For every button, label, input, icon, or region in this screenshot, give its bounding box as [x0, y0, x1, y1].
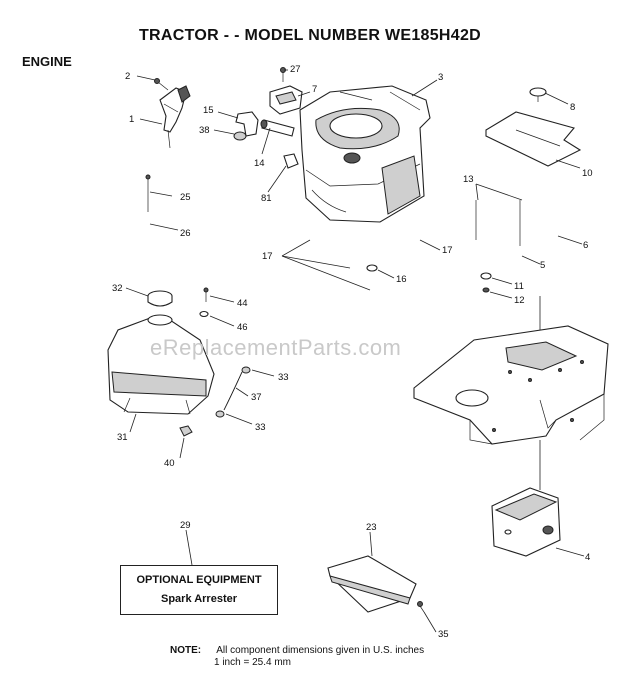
callout-7: 7: [312, 84, 317, 95]
callout-35: 35: [438, 629, 449, 640]
washer-part-16: [366, 264, 378, 272]
callout-33b: 33: [255, 422, 266, 433]
leader-lines: [125, 69, 585, 633]
bracket-part-7: [269, 85, 303, 115]
callout-27: 27: [290, 64, 301, 75]
callout-23: 23: [366, 522, 377, 533]
callout-10: 10: [582, 168, 593, 179]
callout-14: 14: [254, 158, 265, 169]
washer-part-11: [480, 272, 492, 280]
elbow-fitting-part-15: [235, 111, 259, 137]
clamp-part-33b: [215, 410, 225, 418]
callout-25: 25: [180, 192, 191, 203]
optional-equipment-item: Spark Arrester: [160, 593, 238, 605]
callout-33a: 33: [278, 372, 289, 383]
screw-part-35: [417, 601, 425, 613]
muffler-part-4: [491, 487, 561, 557]
optional-equipment-box: OPTIONAL EQUIPMENT Spark Arrester: [120, 565, 278, 615]
heat-shield-part-23: [327, 555, 417, 613]
watermark-text: eReplacementParts.com: [150, 335, 402, 360]
callout-46: 46: [237, 322, 248, 333]
callout-5: 5: [540, 260, 545, 271]
section-label: ENGINE: [22, 54, 72, 69]
callout-13: 13: [463, 174, 474, 185]
callout-44: 44: [237, 298, 248, 309]
cap-part-8: [529, 87, 547, 102]
callout-17b: 17: [442, 245, 453, 256]
tube-part-14: [260, 119, 295, 137]
callout-17a: 17: [262, 251, 273, 262]
callout-31: 31: [117, 432, 128, 443]
frame-part: [413, 325, 609, 445]
callout-32: 32: [112, 283, 123, 294]
note: NOTE: All component dimensions given in …: [170, 645, 424, 656]
callout-labels: 1 2 3 4 5 6 7 8 10 11 12 13 14 15 16 17 …: [112, 64, 593, 640]
callout-29: 29: [180, 520, 191, 531]
clamp-part-33a: [241, 366, 251, 374]
callout-3: 3: [438, 72, 443, 83]
nut-part-38: [233, 131, 247, 141]
shield-part-10: [485, 111, 582, 167]
callout-8: 8: [570, 102, 575, 113]
screw-part-2: [154, 78, 169, 91]
callout-16: 16: [396, 274, 407, 285]
callout-81: 81: [261, 193, 272, 204]
fuel-cap-part-32: [147, 290, 173, 307]
callout-40: 40: [164, 458, 175, 469]
fitting-part-81: [283, 153, 299, 169]
throttle-control-part: [159, 85, 191, 149]
note-line-1: All component dimensions given in U.S. i…: [216, 645, 425, 656]
callout-15: 15: [203, 105, 214, 116]
bolt-part-12: [482, 287, 490, 293]
bolt-part-13: [475, 200, 521, 246]
note-line-2: 1 inch = 25.4 mm: [214, 657, 291, 668]
note-label: NOTE:: [170, 645, 202, 656]
callout-1: 1: [129, 114, 134, 125]
screw-part-44: [203, 287, 209, 302]
callout-26: 26: [180, 228, 191, 239]
washer-part-46: [199, 310, 209, 318]
page-title: TRACTOR - - MODEL NUMBER WE185H42D: [138, 27, 482, 44]
nut-part-40: [179, 425, 193, 437]
engine-part-3: [299, 85, 431, 223]
optional-equipment-title: OPTIONAL EQUIPMENT: [136, 574, 262, 586]
fuel-line-part-37: [223, 371, 243, 411]
callout-12: 12: [514, 295, 525, 306]
fuel-tank-part-31: [107, 314, 215, 415]
callout-2: 2: [125, 71, 130, 82]
callout-4: 4: [585, 552, 590, 563]
bolt-part-25: [145, 174, 151, 212]
callout-11: 11: [514, 281, 524, 292]
callout-38: 38: [199, 125, 210, 136]
callout-37: 37: [251, 392, 262, 403]
callout-6: 6: [583, 240, 588, 251]
